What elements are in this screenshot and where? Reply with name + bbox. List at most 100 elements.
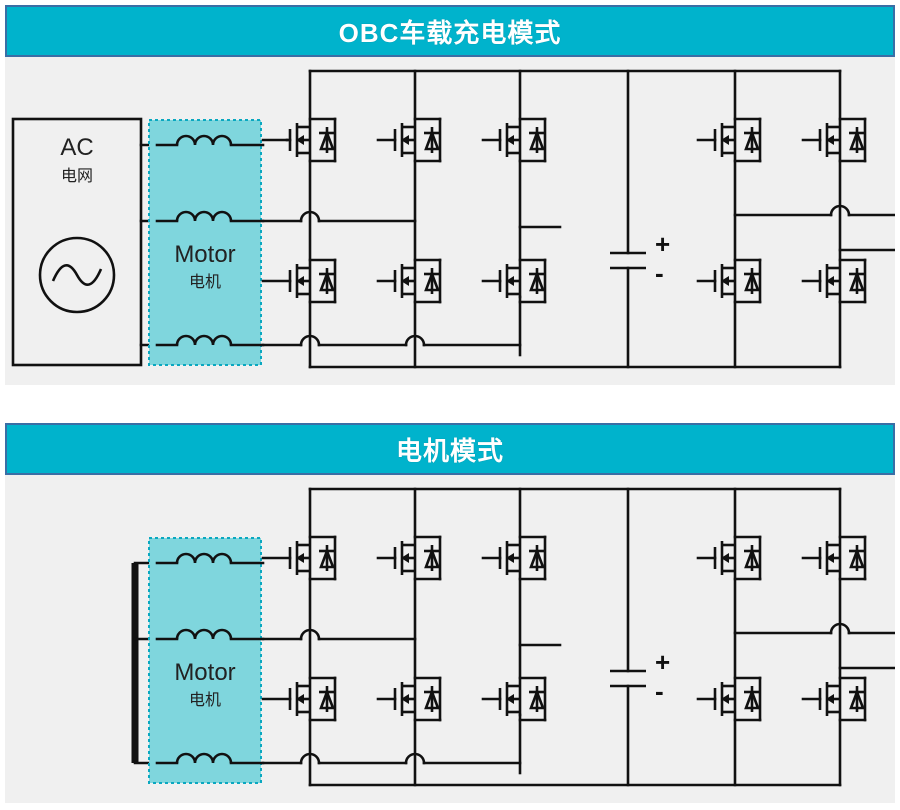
q8-body-diode (849, 545, 865, 571)
q2-body-diode (424, 545, 440, 571)
wire-hop-c1 (299, 334, 321, 347)
mosfet-q5 (376, 676, 442, 722)
q4-arrow (296, 694, 304, 704)
panel-obc-charging-mode: OBC车载充电模式 AC 电网 (0, 0, 900, 385)
panel-title-obc: OBC车载充电模式 (5, 5, 895, 57)
q8-arrow (826, 135, 834, 145)
q5-body-diode (424, 686, 440, 712)
q5-arrow (401, 276, 409, 286)
q4-body-diode (319, 686, 335, 712)
wire-hop-b1 (299, 210, 321, 223)
mosfet-q8 (801, 535, 867, 581)
q7-body-diode (744, 127, 760, 153)
dc-plus-sign: + (655, 229, 670, 259)
mosfet-q1 (261, 117, 337, 163)
q6-body-diode (529, 686, 545, 712)
q2-arrow (401, 553, 409, 563)
motor-winding-phase-a (155, 134, 265, 147)
ac-source-label-zh: 电网 (61, 167, 93, 185)
q5-body-diode (424, 268, 440, 294)
panel-motor-mode: 电机模式 Motor 电机 (0, 418, 900, 803)
q6-arrow (506, 276, 514, 286)
mosfet-q7 (696, 117, 762, 163)
mosfet-q10 (801, 676, 867, 722)
motor-winding-phase-c (155, 334, 265, 347)
mosfet-q1 (261, 535, 337, 581)
mosfet-q2 (376, 117, 442, 163)
ac-source-label-en: AC (60, 134, 93, 161)
panel-body-obc: AC 电网 Motor (5, 57, 895, 385)
q5-arrow (401, 694, 409, 704)
motor-label-zh: 电机 (189, 273, 221, 291)
wire-hop-c2 (404, 752, 426, 765)
wire-hop-right (829, 204, 851, 217)
dc-plus-sign: + (655, 647, 670, 677)
q1-arrow (296, 135, 304, 145)
right-output-wires (733, 204, 895, 252)
q2-arrow (401, 135, 409, 145)
mosfet-q5 (376, 258, 442, 304)
left-inverter-obc (261, 69, 842, 369)
mosfet-q3 (481, 117, 547, 163)
q10-body-diode (849, 268, 865, 294)
q9-body-diode (744, 268, 760, 294)
motor-group-motormode: Motor 电机 (148, 537, 265, 784)
right-inverter-motormode (696, 487, 895, 787)
q7-arrow (721, 553, 729, 563)
mosfet-q9 (696, 258, 762, 304)
q9-body-diode (744, 686, 760, 712)
q1-body-diode (319, 127, 335, 153)
q8-body-diode (849, 127, 865, 153)
q10-arrow (826, 276, 834, 286)
phase-c-wire (261, 752, 522, 765)
panel-title-motor: 电机模式 (5, 423, 895, 475)
dc-minus-sign: - (655, 676, 664, 706)
phase-c-wire (261, 334, 522, 347)
q7-arrow (721, 135, 729, 145)
left-inverter-motormode (261, 487, 842, 787)
dc-minus-sign: - (655, 258, 664, 288)
mosfet-q7 (696, 535, 762, 581)
phase-b-wire (261, 210, 417, 223)
q9-arrow (721, 694, 729, 704)
mosfet-q8 (801, 117, 867, 163)
motor-winding-phase-b (155, 628, 265, 641)
q6-body-diode (529, 268, 545, 294)
q3-body-diode (529, 545, 545, 571)
q4-body-diode (319, 268, 335, 294)
motor-label-en: Motor (174, 659, 235, 686)
q7-body-diode (744, 545, 760, 571)
q3-arrow (506, 553, 514, 563)
motor-label-en: Motor (174, 241, 235, 268)
right-inverter-obc (696, 69, 895, 369)
q10-arrow (826, 694, 834, 704)
phase-b-wire (261, 628, 417, 641)
ac-source-box (11, 117, 143, 367)
sine-wave-source-icon (38, 236, 116, 314)
right-output-wires (733, 622, 895, 670)
q10-body-diode (849, 686, 865, 712)
mosfet-q6 (481, 258, 547, 304)
panel-body-motor: Motor 电机 (5, 475, 895, 803)
mosfet-q2 (376, 535, 442, 581)
q2-body-diode (424, 127, 440, 153)
motor-box (148, 537, 262, 784)
q9-arrow (721, 276, 729, 286)
mosfet-q4 (261, 676, 337, 722)
ac-source-group: AC 电网 (11, 117, 143, 367)
q3-arrow (506, 135, 514, 145)
wire-hop-c1 (299, 752, 321, 765)
wire-hop-c2 (404, 334, 426, 347)
mosfet-q3 (481, 535, 547, 581)
mosfet-q4 (261, 258, 337, 304)
q8-arrow (826, 553, 834, 563)
motor-group-obc: Motor 电机 (148, 119, 265, 366)
q3-body-diode (529, 127, 545, 153)
q4-arrow (296, 276, 304, 286)
circuit-svg-obc: AC 电网 Motor (11, 69, 895, 369)
wire-hop-b1 (299, 628, 321, 641)
q6-arrow (506, 694, 514, 704)
motor-winding-phase-b (155, 210, 265, 223)
motor-winding-phase-c (155, 752, 265, 765)
motor-label-zh: 电机 (189, 691, 221, 709)
